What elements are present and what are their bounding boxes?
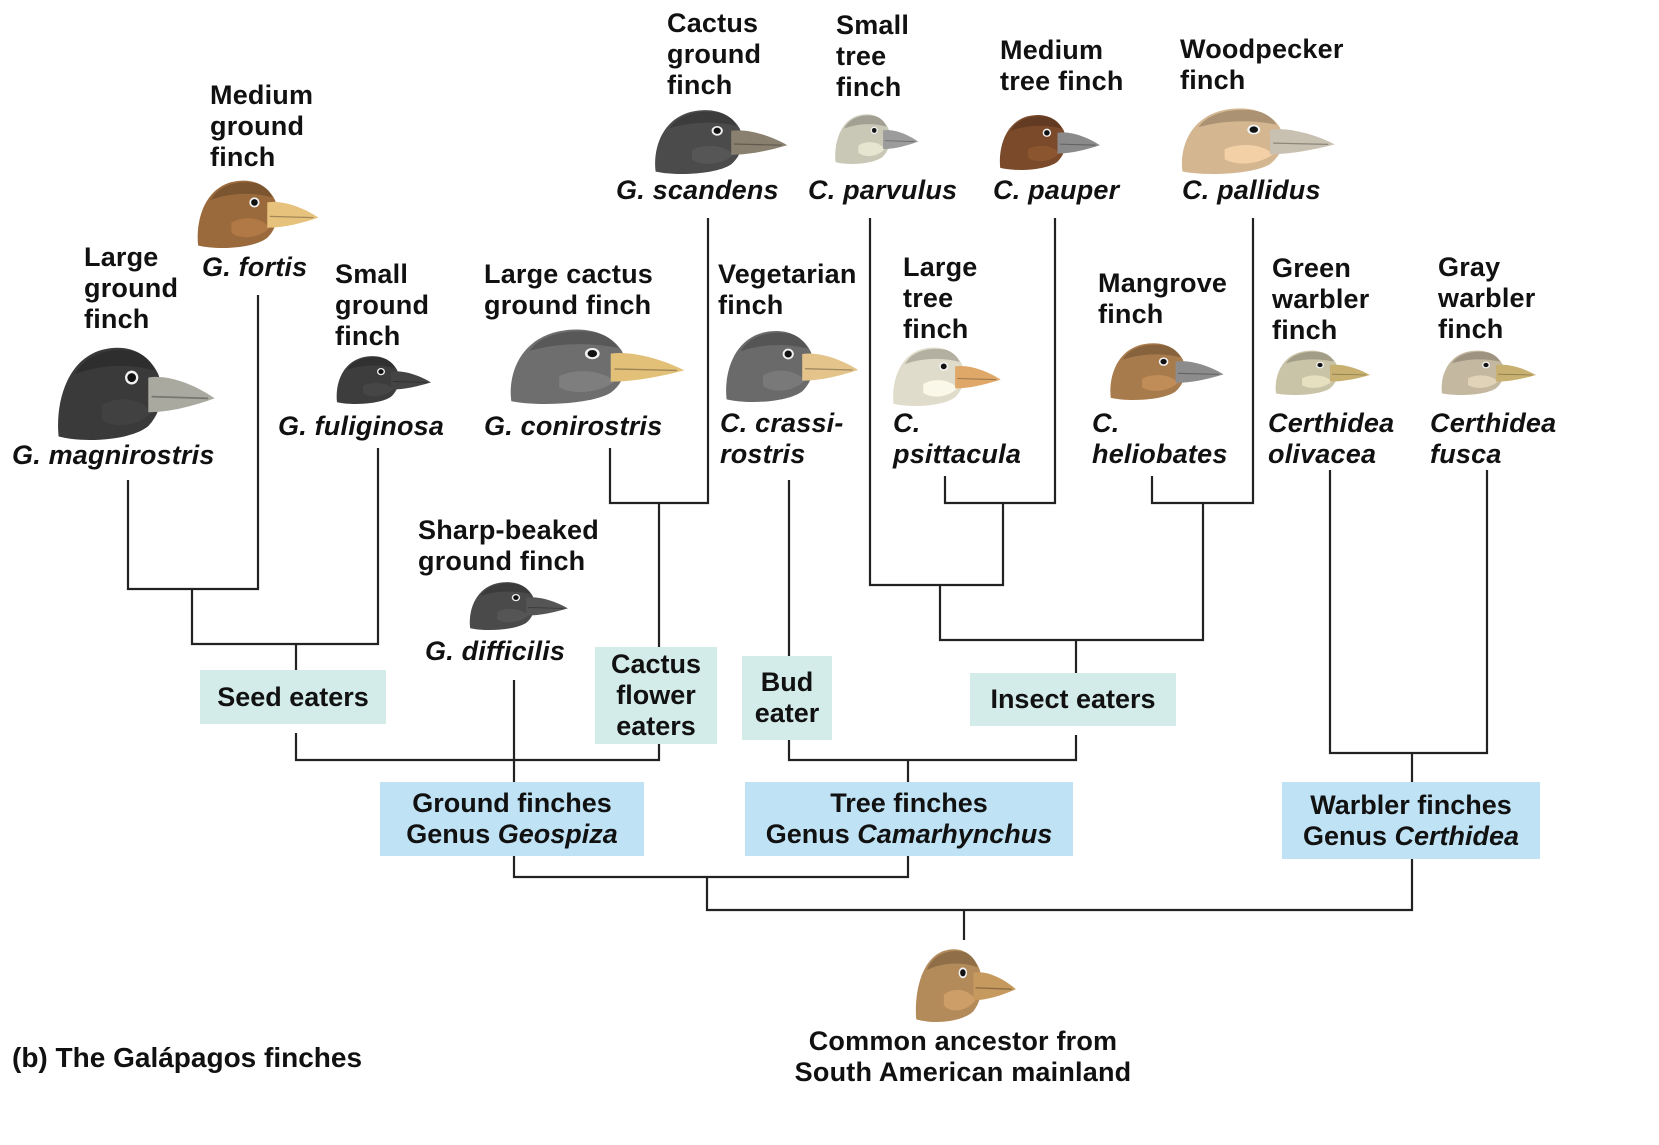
genus-warbler-common: Warbler finches [1310,789,1512,820]
common-name-olivacea: Green warbler finch [1272,253,1370,345]
scientific-name-crassirostris: C. crassi- rostris [720,408,844,469]
branch-bud-insect [787,735,1078,762]
finch-head-icon-fusca [1441,350,1536,395]
finch-head-icon-heliobates [1110,343,1224,400]
scientific-name-pauper: C. pauper [993,175,1120,205]
scientific-name-pallidus: C. pallidus [1182,175,1321,205]
genus-ground-prefix: Genus [406,819,498,849]
genus-tree-name: Camarhynchus [857,819,1053,849]
scientific-name-fuliginosa: G. fuliginosa [278,411,445,441]
branch-psittacula-pauper [943,218,1057,505]
finch-head-icon-pauper [999,114,1100,170]
common-name-difficilis: Sharp-beaked ground finch [418,515,599,576]
finch-head-icon-ancestor [915,949,1016,1022]
common-name-pallidus: Woodpecker finch [1180,34,1344,95]
scientific-name-difficilis: G. difficilis [425,636,566,666]
finch-head-icon-difficilis [469,582,568,630]
genus-ground-line2: Genus Geospiza [406,819,618,850]
genus-box-ground-finches: Ground finches Genus Geospiza [380,782,644,856]
finch-head-icon-pallidus [1181,108,1335,174]
finch-head-icon-crassirostris [726,331,859,402]
genus-tree-prefix: Genus [765,819,858,849]
scientific-name-olivacea: Certhidea olivacea [1268,408,1395,469]
diet-label-bud-eater: Bud eater [742,656,832,740]
branch-ground-tree [512,856,910,879]
scientific-name-magnirostris: G. magnirostris [12,440,215,470]
genus-tree-common: Tree finches [830,788,988,818]
branch-insect-join [938,503,1205,642]
branch-parvulus-clade [868,218,1005,587]
finch-head-icon-fortis [197,180,319,248]
genus-warbler-line2: Genus Certhidea [1303,821,1519,852]
common-name-parvulus: Small tree finch [836,10,910,102]
branch-olivacea-fusca [1328,470,1489,755]
finch-head-icon-psittacula [893,347,1001,406]
genus-box-warbler-finches: Warbler finches Genus Certhidea [1282,782,1540,859]
scientific-name-fortis: G. fortis [202,252,308,282]
scientific-name-fusca: Certhidea fusca [1430,408,1557,469]
genus-ground-common: Ground finches [412,788,612,818]
branch-seed-cactus [294,733,661,762]
scientific-name-conirostris: G. conirostris [484,411,663,441]
finch-head-icon-fuliginosa [336,356,431,404]
diet-label-cactus-flower-eaters: Cactus flower eaters [595,647,717,744]
scientific-name-psittacula: C. psittacula [893,408,1022,469]
common-name-fortis: Medium ground finch [210,80,314,172]
genus-box-tree-finches: Tree finches Genus Camarhynchus [745,782,1073,856]
scientific-name-parvulus: C. parvulus [808,175,958,205]
common-name-fuliginosa: Small ground finch [335,259,430,351]
genus-tree-line2: Genus Camarhynchus [766,819,1053,850]
branch-mf-fuliginosa [190,448,380,646]
common-name-pauper: Medium tree finch [1000,35,1124,96]
diet-label-seed-eaters: Seed eaters [200,670,386,724]
scientific-name-heliobates: C. heliobates [1092,408,1228,469]
finch-head-icon-olivacea [1275,350,1370,395]
common-name-heliobates: Mangrove finch [1098,268,1228,329]
common-name-crassirostris: Vegetarian finch [718,259,857,320]
common-name-fusca: Gray warbler finch [1438,252,1536,344]
branch-root-join [705,859,1414,912]
finch-head-icon-conirostris [510,329,685,404]
genus-ground-name: Geospiza [497,819,618,849]
scientific-name-scandens: G. scandens [616,175,779,205]
finch-head-icon-parvulus [835,114,919,164]
genus-warbler-prefix: Genus [1302,820,1395,851]
diet-label-insect-eaters: Insect eaters [970,673,1176,726]
common-ancestor-label: Common ancestor from South American main… [794,1026,1132,1087]
common-name-psittacula: Large tree finch [903,252,978,344]
figure-caption: (b) The Galápagos finches [12,1042,363,1073]
finch-head-icon-magnirostris [58,347,215,440]
common-name-conirostris: Large cactus ground finch [484,259,653,320]
genus-warbler-name: Certhidea [1394,820,1520,851]
common-name-scandens: Cactus ground finch [667,8,762,100]
common-name-magnirostris: Large ground finch [84,242,179,334]
finch-head-icon-scandens [655,110,788,174]
